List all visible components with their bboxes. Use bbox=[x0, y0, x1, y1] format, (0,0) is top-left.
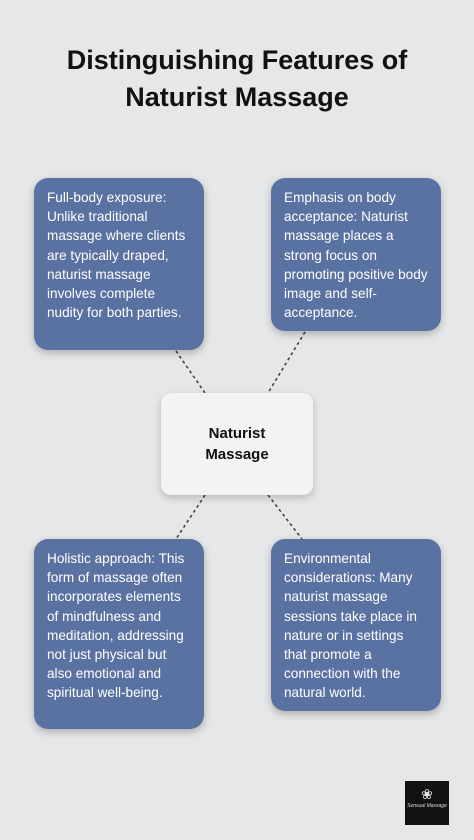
center-line-2: Massage bbox=[205, 446, 269, 463]
connector-top-left bbox=[175, 350, 206, 394]
page-title: Distinguishing Features of Naturist Mass… bbox=[0, 42, 474, 116]
connector-bottom-right bbox=[267, 494, 303, 540]
title-line-1: Distinguishing Features of bbox=[66, 45, 408, 75]
center-node: Naturist Massage bbox=[161, 393, 313, 495]
feature-card-environmental: Environmental considerations: Many natur… bbox=[271, 539, 441, 711]
feature-card-holistic-approach: Holistic approach: This form of massage … bbox=[34, 539, 204, 729]
connector-bottom-left bbox=[175, 494, 206, 540]
logo-text: Sensual Massage bbox=[407, 803, 447, 809]
brand-logo: ❀ Sensual Massage bbox=[405, 781, 449, 825]
feature-card-full-body-exposure: Full-body exposure: Unlike traditional m… bbox=[34, 178, 204, 350]
center-line-1: Naturist bbox=[208, 425, 266, 442]
feature-card-body-acceptance: Emphasis on body acceptance: Naturist ma… bbox=[271, 178, 441, 331]
connector-top-right bbox=[267, 331, 306, 394]
flower-icon: ❀ bbox=[421, 786, 433, 802]
title-line-2: Naturist Massage bbox=[125, 82, 349, 112]
